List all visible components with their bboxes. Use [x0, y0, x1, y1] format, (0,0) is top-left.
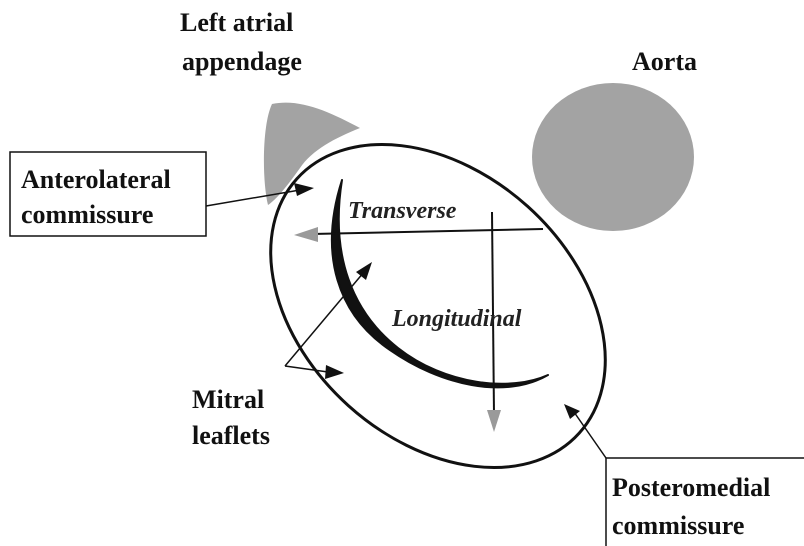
- mitral-pointer-line-upper: [285, 272, 364, 366]
- left-atrial-appendage-label-line1: Left atrial: [180, 8, 293, 37]
- left-atrial-appendage-label-line2: appendage: [182, 47, 302, 76]
- posteromedial-label-line2: commissure: [612, 511, 744, 540]
- left-atrial-appendage-shape: [264, 103, 360, 205]
- anterolateral-label-line2: commissure: [21, 200, 153, 229]
- transverse-arrowhead: [294, 227, 318, 242]
- anterolateral-arrowhead: [294, 183, 314, 196]
- transverse-label: Transverse: [348, 198, 457, 224]
- anterolateral-label-line1: Anterolateral: [21, 165, 171, 194]
- mitral-arrowhead-upper: [356, 262, 372, 280]
- longitudinal-arrowhead: [487, 410, 501, 432]
- transverse-axis-line: [312, 229, 543, 234]
- aorta-shape: [532, 83, 694, 231]
- aorta-label: Aorta: [632, 47, 697, 76]
- mitral-arrowhead-lower: [325, 365, 344, 379]
- mitral-leaflets-label-line1: Mitral: [192, 385, 264, 414]
- mitral-leaflets-label-line2: leaflets: [192, 421, 270, 450]
- longitudinal-label: Longitudinal: [391, 306, 522, 332]
- mitral-pointer-line-lower: [285, 366, 328, 372]
- anterolateral-pointer-line: [206, 190, 300, 206]
- posteromedial-label-line1: Posteromedial: [612, 473, 770, 502]
